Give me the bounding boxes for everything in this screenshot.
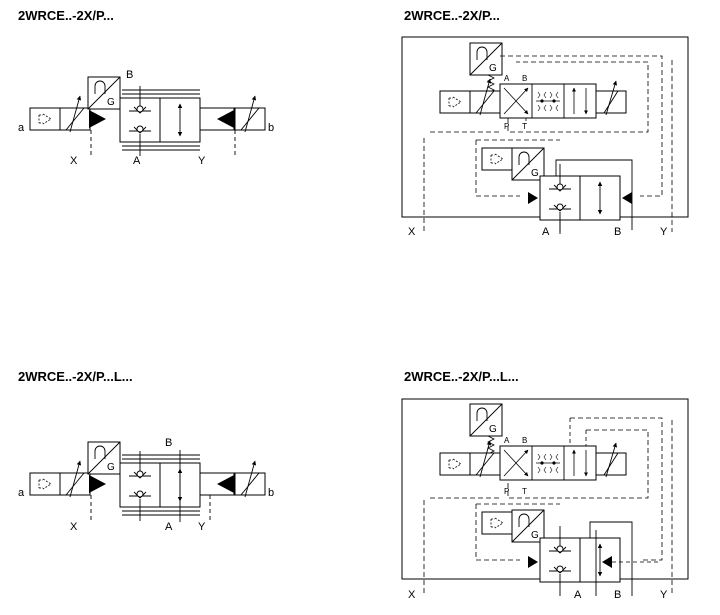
tr-x-label: X [408,226,416,238]
diagram-top-left: a B b X A Y [18,69,274,167]
diagram-top-right: A B P T X A B Y [401,36,689,238]
bl-b-label: b [268,487,274,499]
svg-text:P: P [504,487,509,496]
diagram-bottom-right: A B P T X A B Y [401,398,689,601]
title-bottom-left: 2WRCE..-2X/P...L... [18,369,133,384]
title-top-right: 2WRCE..-2X/P... [404,8,500,23]
bl-b-top-label: B [165,437,172,449]
port-x-label: X [70,155,78,167]
svg-text:B: B [522,436,527,445]
diagram-bottom-left: a B b X A Y [18,437,274,533]
br-b-label: B [614,589,621,601]
bl-y-label: Y [198,521,206,533]
bl-x-label: X [70,521,78,533]
svg-text:T: T [522,487,527,496]
svg-text:B: B [522,74,527,83]
port-y-label: Y [198,155,206,167]
svg-text:T: T [522,122,527,131]
tr-a-label: A [542,226,550,238]
port-a-main-label: A [133,155,141,167]
bl-a-label: a [18,487,25,499]
bl-a-main-label: A [165,521,173,533]
title-bottom-right: 2WRCE..-2X/P...L... [404,369,519,384]
svg-text:A: A [504,74,510,83]
tr-b-label: B [614,226,621,238]
br-x-label: X [408,589,416,601]
br-y-label: Y [660,589,668,601]
tr-y-label: Y [660,226,668,238]
port-b-label-top: B [126,69,133,81]
port-a-label: a [18,122,25,134]
svg-text:P: P [504,122,509,131]
br-a-label: A [574,589,582,601]
title-top-left: 2WRCE..-2X/P... [18,8,114,23]
port-b-label: b [268,122,274,134]
svg-text:A: A [504,436,510,445]
